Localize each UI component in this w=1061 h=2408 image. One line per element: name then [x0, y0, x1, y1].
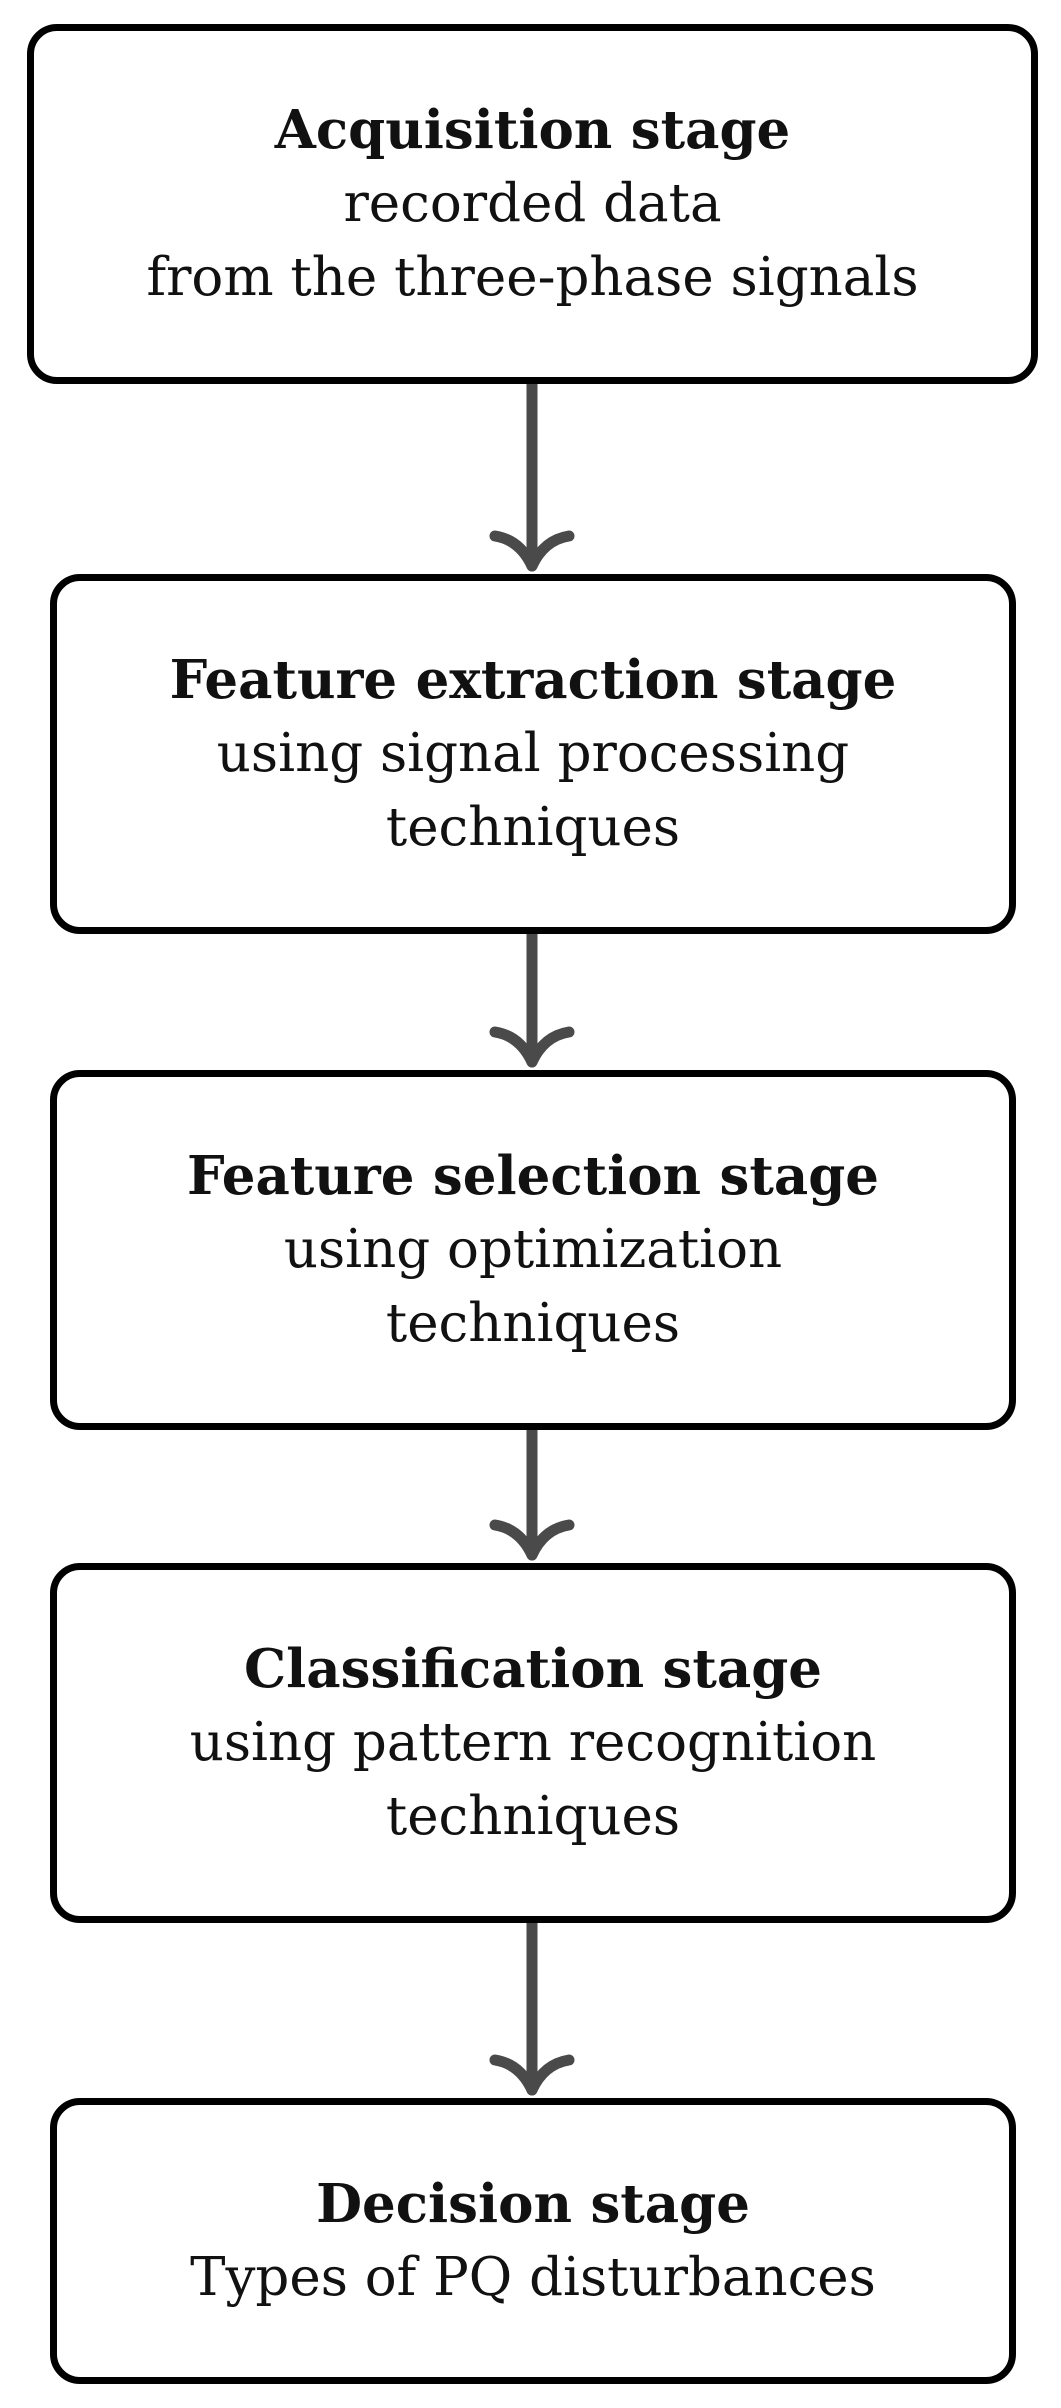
arrow-2 [489, 928, 575, 1068]
stage-description-line: using optimization [283, 1219, 783, 1280]
stage-title: Feature extraction stage [169, 649, 897, 711]
feature-selection-stage-box: Feature selection stage using optimizati… [50, 1070, 1016, 1430]
arrow-4 [489, 1917, 575, 2096]
stage-description-line: using signal processing [216, 723, 850, 784]
stage-description-line: techniques [385, 797, 681, 858]
feature-extraction-stage-box: Feature extraction stage using signal pr… [50, 574, 1016, 934]
stage-description-line: using pattern recognition [189, 1712, 877, 1773]
stage-description-line: from the three-phase signals [146, 247, 919, 308]
stage-title: Classification stage [243, 1638, 822, 1700]
stage-description-line: recorded data [343, 173, 722, 234]
stage-title: Acquisition stage [274, 99, 791, 161]
acquisition-stage-box: Acquisition stage recorded data from the… [27, 24, 1038, 384]
stage-title: Feature selection stage [187, 1145, 879, 1207]
arrow-3 [489, 1424, 575, 1561]
classification-stage-box: Classification stage using pattern recog… [50, 1563, 1016, 1923]
stage-description-line: techniques [385, 1786, 681, 1847]
stage-title: Decision stage [316, 2173, 750, 2235]
arrow-1 [489, 378, 575, 572]
stage-description-line: techniques [385, 1293, 681, 1354]
stage-description-line: Types of PQ disturbances [190, 2247, 876, 2308]
decision-stage-box: Decision stage Types of PQ disturbances [50, 2098, 1016, 2384]
